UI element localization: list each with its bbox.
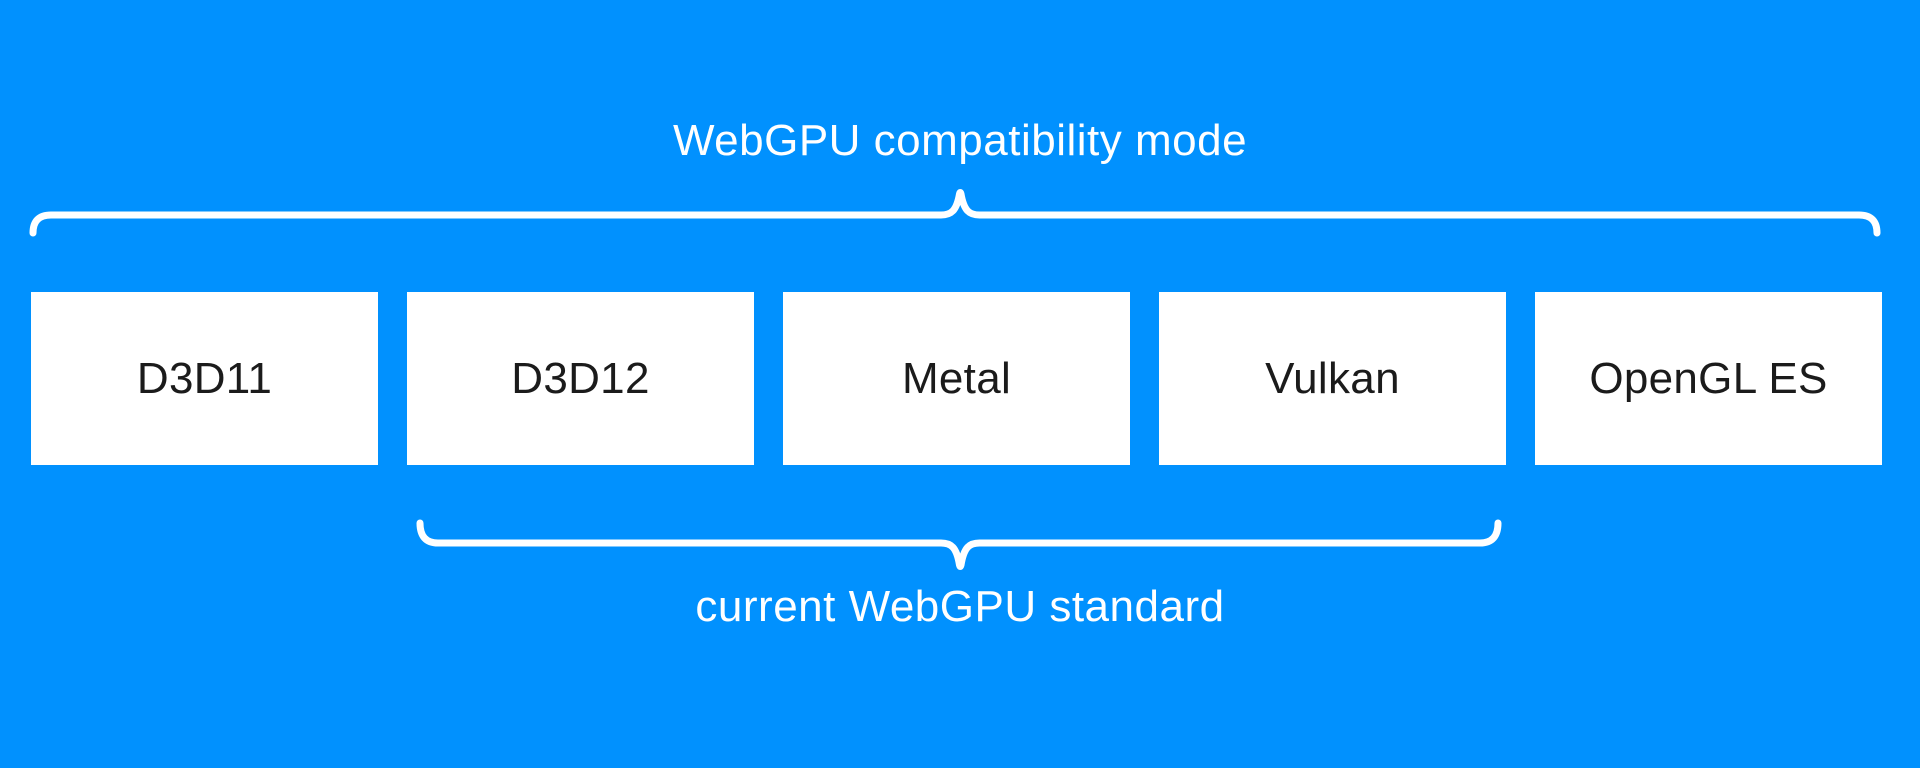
backend-box-label: Vulkan <box>1265 353 1400 403</box>
backend-box-metal: Metal <box>783 292 1130 465</box>
backend-box-opengl-es: OpenGL ES <box>1535 292 1882 465</box>
backend-box-vulkan: Vulkan <box>1159 292 1506 465</box>
top-curly-brace <box>29 189 1881 237</box>
backend-box-label: D3D11 <box>136 353 273 403</box>
top-curly-brace-path <box>29 189 1881 237</box>
backend-boxes-row: D3D11 D3D12 Metal Vulkan OpenGL ES <box>31 292 1882 465</box>
bottom-curly-brace <box>416 519 1502 570</box>
backend-box-d3d12: D3D12 <box>407 292 754 465</box>
backend-box-label: Metal <box>901 353 1012 403</box>
backend-box-d3d11: D3D11 <box>31 292 378 465</box>
backend-box-label: D3D12 <box>511 353 650 403</box>
backend-box-label: OpenGL ES <box>1589 353 1828 403</box>
top-brace-label: WebGPU compatibility mode <box>672 116 1248 165</box>
bottom-brace-label: current WebGPU standard <box>695 582 1225 631</box>
bottom-curly-brace-path <box>416 519 1502 570</box>
